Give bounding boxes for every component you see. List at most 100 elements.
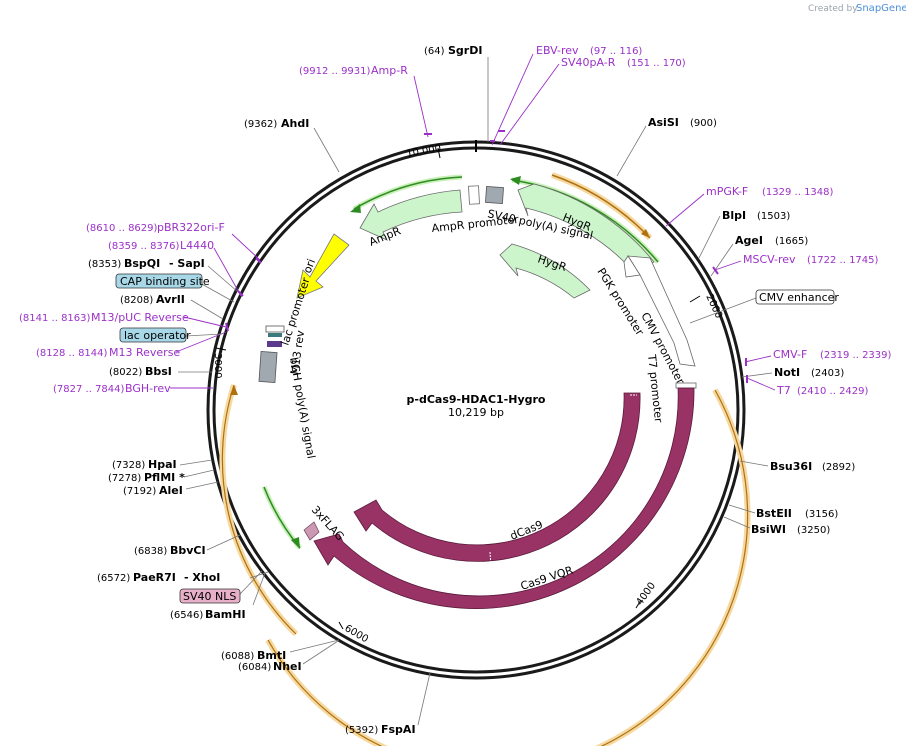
feature-ampr-promoter xyxy=(468,185,480,205)
feature-label: ori xyxy=(301,257,318,275)
primer-name: L4440 xyxy=(180,239,214,252)
site-name: BstEII xyxy=(756,507,792,520)
site-name: FspAI xyxy=(381,723,416,736)
feature-cas9-vqr xyxy=(313,387,695,609)
plasmid-name: p-dCas9-HDAC1-Hygro xyxy=(407,393,546,406)
feature-m13-rev xyxy=(267,341,282,347)
site-name: PflMI * xyxy=(144,471,185,484)
primer-name: mPGK-F xyxy=(706,185,748,198)
site-coord: (1503) xyxy=(757,211,790,222)
feature-lac-promoter xyxy=(265,325,285,333)
credit-brand: SnapGene xyxy=(856,3,906,14)
feature-label: PGK promoter xyxy=(594,266,646,339)
primer-range: (2410 .. 2429) xyxy=(797,386,869,397)
primer-name: EBV-rev xyxy=(536,44,579,57)
feature-label: M13 rev xyxy=(288,329,307,375)
primer-name: T7 xyxy=(776,384,791,397)
feature-lac-operator xyxy=(268,333,282,337)
primer-range: (1329 .. 1348) xyxy=(762,187,834,198)
lac-operator-box xyxy=(119,327,187,343)
site-coord: (5392) xyxy=(345,725,378,736)
site-coord: (8208) xyxy=(120,295,153,306)
site-name: BsiWI xyxy=(751,523,786,536)
site-extra: - XhoI xyxy=(184,571,220,584)
feature-label: T7 promoter xyxy=(645,353,665,424)
cmv-enhancer-box xyxy=(755,289,835,305)
primer-name: Amp-R xyxy=(371,64,408,77)
site-coord: (1665) xyxy=(775,236,808,247)
enzyme-sites: (64) SgrDI AsiSI (900) BlpI (1503) AgeI … xyxy=(88,44,855,736)
site-coord: (6088) xyxy=(221,651,254,662)
primer-range: (8141 .. 8163) xyxy=(19,313,91,324)
primer-range: (2319 .. 2339) xyxy=(820,350,892,361)
site-name: AsiSI xyxy=(648,116,679,129)
tick-label: 2000 xyxy=(703,293,724,321)
feature-ori xyxy=(296,233,350,299)
plasmid-length: 10,219 bp xyxy=(448,406,504,419)
feature-cmv-promoter xyxy=(627,255,696,367)
primer-name: M13/pUC Reverse xyxy=(91,311,189,324)
primer-name: SV40pA-R xyxy=(561,56,616,69)
feature-sv40-polya xyxy=(485,186,504,205)
orf-arc-green xyxy=(511,179,659,263)
site-coord: (8353) xyxy=(88,259,121,270)
site-name: Bsu36I xyxy=(770,460,812,473)
primer-name: BGH-rev xyxy=(125,382,171,395)
site-coord: (8022) xyxy=(109,367,142,378)
site-coord: (3250) xyxy=(797,525,830,536)
site-coord: (900) xyxy=(690,118,717,129)
primer-range: (8359 .. 8376) xyxy=(108,241,180,252)
site-coord: (7278) xyxy=(108,473,141,484)
site-coord: (64) xyxy=(424,46,445,57)
primer-range: (8128 .. 8144) xyxy=(36,348,108,359)
site-name: NheI xyxy=(273,660,302,673)
boxed-label: SV40 NLS xyxy=(183,590,236,603)
site-name: AvrII xyxy=(156,293,185,306)
boxed-label: CAP binding site xyxy=(120,275,210,288)
site-coord: (6546) xyxy=(170,610,203,621)
feature-pgk-promoter xyxy=(623,255,641,278)
site-name: HpaI xyxy=(148,458,177,471)
primer-range: (7827 .. 7844) xyxy=(53,384,125,395)
site-coord: (9362) xyxy=(244,119,277,130)
primer-range: (9912 .. 9931) xyxy=(299,66,371,77)
site-name: BspQI xyxy=(124,257,160,270)
credit-text: Created by xyxy=(808,4,858,14)
site-name: BlpI xyxy=(722,209,746,222)
primer-range: (1722 .. 1745) xyxy=(807,255,879,266)
site-name: BamHI xyxy=(205,608,246,621)
feature-label: bGH poly(A) signal xyxy=(287,356,318,459)
site-name: BmtI xyxy=(257,649,286,662)
orf-arc-orange xyxy=(221,384,297,635)
site-name: AleI xyxy=(159,484,183,497)
primer-range: (151 .. 170) xyxy=(627,58,686,69)
primer-range: (8610 .. 8629) xyxy=(86,223,158,234)
feature-3xflag xyxy=(303,521,320,541)
site-coord: (7192) xyxy=(123,486,156,497)
primer-name: pBR322ori-F xyxy=(157,221,225,234)
site-name: AhdI xyxy=(281,117,309,130)
site-name: AgeI xyxy=(735,234,763,247)
site-name: BbsI xyxy=(145,365,172,378)
site-coord: (7328) xyxy=(112,460,145,471)
orf-arc-orange xyxy=(267,389,749,746)
site-name: PaeR7I xyxy=(133,571,176,584)
site-coord: (3156) xyxy=(805,509,838,520)
primer-name: CMV-F xyxy=(773,348,807,361)
primer-name: MSCV-rev xyxy=(743,253,796,266)
site-coord: (6838) xyxy=(134,546,167,557)
cap-binding-site-box xyxy=(115,273,203,289)
site-name: NotI xyxy=(774,366,800,379)
feature-ampr xyxy=(359,189,463,241)
site-name: SgrDI xyxy=(448,44,482,57)
orf-arc-orange xyxy=(551,174,651,239)
site-extra: - SapI xyxy=(169,257,205,270)
feature-dcas9 xyxy=(353,392,641,562)
primer-name: M13 Reverse xyxy=(109,346,180,359)
tick-label: 10,000 xyxy=(406,143,442,160)
site-name: BbvCI xyxy=(170,544,206,557)
feature-bgh-polya xyxy=(258,351,278,383)
boxed-label: lac operator xyxy=(124,329,191,342)
site-coord: (2892) xyxy=(822,462,855,473)
